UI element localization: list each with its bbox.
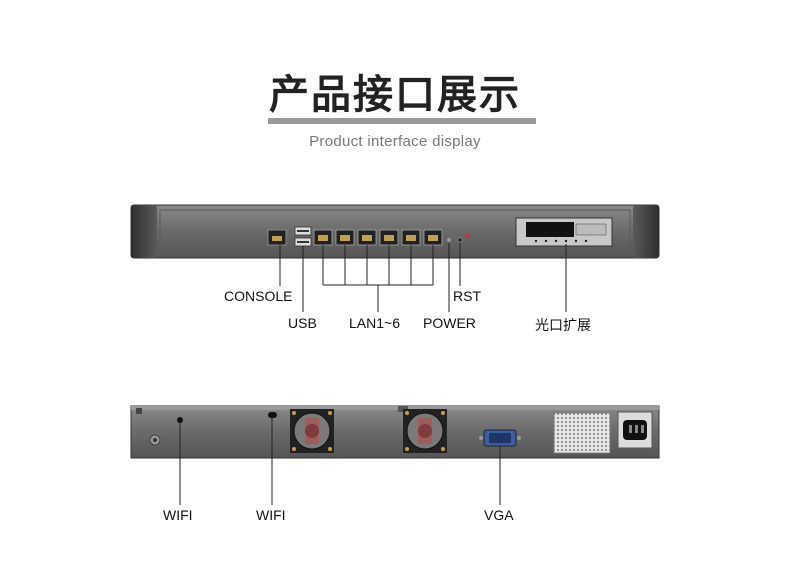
lan-ports xyxy=(313,229,443,246)
console-label: CONSOLE xyxy=(224,288,293,304)
power-inlet xyxy=(617,411,653,449)
rear-callout-lines xyxy=(179,418,501,505)
console-port xyxy=(267,229,287,246)
front-panel xyxy=(130,204,660,312)
title-underline xyxy=(268,118,536,124)
wifi-antenna-port-2 xyxy=(268,412,277,418)
left-rack-ear xyxy=(131,205,157,258)
usb-ports xyxy=(294,226,312,247)
front-callout-lines xyxy=(279,243,567,312)
psu-vent xyxy=(553,412,611,454)
fiber-expansion-slot xyxy=(515,217,613,247)
fan-vent-2 xyxy=(403,409,447,453)
page-title: 产品接口展示 xyxy=(269,72,521,118)
power-led xyxy=(447,238,451,242)
page-subtitle: Product interface display xyxy=(309,133,481,150)
wifi-label-1: WIFI xyxy=(163,507,193,523)
usb-label: USB xyxy=(288,315,317,331)
wifi-label-2: WIFI xyxy=(256,507,286,523)
fan-vent-1 xyxy=(290,409,334,453)
fiber-label: 光口扩展 xyxy=(535,318,591,334)
reset-button xyxy=(457,237,463,243)
rear-panel xyxy=(130,405,660,505)
vga-label: VGA xyxy=(484,507,514,523)
power-label: POWER xyxy=(423,315,476,331)
wifi-antenna-port-1 xyxy=(149,417,183,446)
right-rack-ear xyxy=(633,205,659,258)
lan-label: LAN1~6 xyxy=(349,315,400,331)
vga-port xyxy=(479,429,521,447)
rst-label: RST xyxy=(453,288,481,304)
status-led xyxy=(465,234,469,238)
